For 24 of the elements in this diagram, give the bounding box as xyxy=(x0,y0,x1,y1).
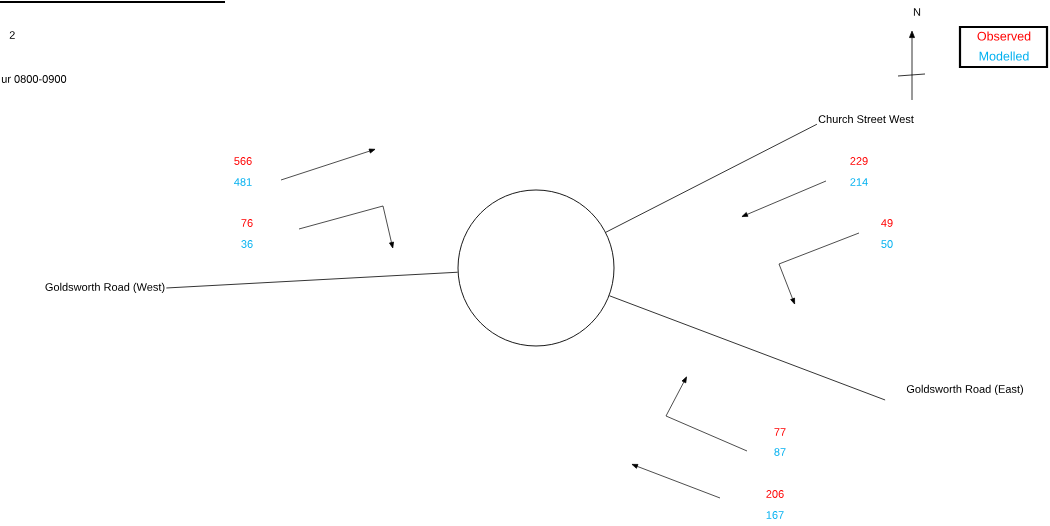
road-line xyxy=(165,271,459,289)
flow-count: 167 xyxy=(766,511,784,519)
road-name: Goldsworth Road (East) xyxy=(906,384,1023,396)
flow-count: 229 xyxy=(850,157,868,165)
flow-count: 481 xyxy=(234,178,252,186)
flow-count: 87 xyxy=(774,448,786,456)
legend-entry: Modelled xyxy=(979,51,1029,61)
flow-count: 206 xyxy=(766,490,784,498)
north-label: N xyxy=(913,8,921,16)
flow-count: 36 xyxy=(241,240,253,248)
road-line xyxy=(605,123,818,233)
flow-count: 77 xyxy=(774,428,786,436)
legend-entry: Observed xyxy=(977,31,1031,41)
flow-count: 76 xyxy=(241,219,253,227)
road-name: Goldsworth Road (West) xyxy=(45,282,165,294)
heading-text: 2 xyxy=(9,31,15,39)
period-text: ur 0800-0900 xyxy=(1,75,67,83)
roundabout-circle xyxy=(457,189,615,347)
road-line xyxy=(609,295,886,401)
flow-count: 214 xyxy=(850,178,868,186)
flow-count: 50 xyxy=(881,240,893,248)
road-name: Church Street West xyxy=(818,114,914,124)
flow-count: 49 xyxy=(881,219,893,227)
flow-count: 566 xyxy=(234,157,252,165)
